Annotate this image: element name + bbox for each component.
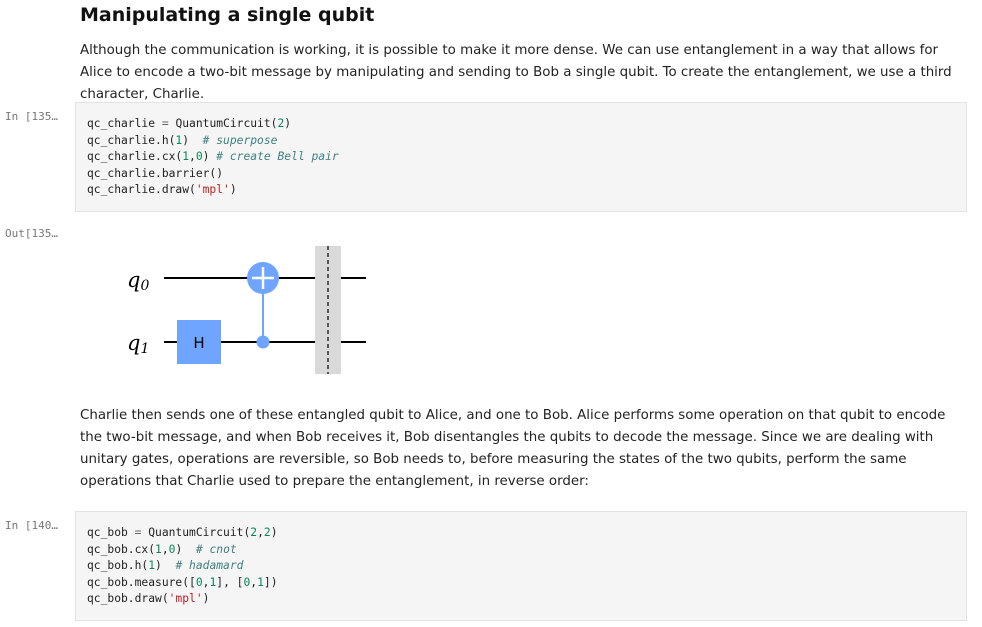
code-token: qc_charlie.barrier() xyxy=(87,166,224,180)
output-1-prompt: Out[135… xyxy=(5,227,58,240)
cnot-control-dot xyxy=(256,335,270,349)
code-line: qc_charlie.h(1) # superpose xyxy=(87,133,966,150)
code-token: ) xyxy=(175,542,196,556)
qubit-label-1-letter: q xyxy=(127,331,140,355)
code-token: qc_bob.measure([ xyxy=(87,575,196,589)
code-line: qc_bob = QuantumCircuit(2,2) xyxy=(87,525,966,542)
code-token: ], [ xyxy=(216,575,244,589)
qubit-label-1: q1 xyxy=(127,331,149,357)
code-line: qc_charlie.barrier() xyxy=(87,166,966,183)
code-token: 1 xyxy=(257,575,264,589)
code-token: ) xyxy=(284,117,292,130)
code-token: = xyxy=(161,117,169,130)
code-token: # hadamard xyxy=(175,559,244,572)
code-line: qc_bob.h(1) # hadamard xyxy=(87,558,966,575)
code-token: qc_bob xyxy=(87,526,135,539)
code-token: ) xyxy=(202,150,217,163)
code-token: , xyxy=(257,526,264,539)
code-token: qc_charlie.draw( xyxy=(87,183,196,196)
code-token: 1 xyxy=(175,133,183,147)
h-gate-label: H xyxy=(193,334,204,352)
code-token: QuantumCircuit( xyxy=(141,526,251,539)
code-token: ) xyxy=(270,526,278,539)
code-token: 'mpl' xyxy=(168,592,203,605)
code-token: , xyxy=(189,150,196,163)
code-token: qc_bob.cx( xyxy=(87,542,156,556)
code-token: 1 xyxy=(155,542,162,556)
code-line: qc_charlie.draw('mpl') xyxy=(87,182,966,199)
code-token: 2 xyxy=(250,526,258,539)
code-token: qc_bob.draw( xyxy=(87,592,169,605)
cell-2-prompt: In [140… xyxy=(5,519,58,532)
code-token: QuantumCircuit( xyxy=(168,117,278,130)
code-token: 0 xyxy=(195,150,203,163)
code-token: 1 xyxy=(209,575,217,589)
code-token: 0 xyxy=(168,542,176,556)
code-token: # cnot xyxy=(195,542,237,556)
cell-1-prompt: In [135… xyxy=(5,110,58,123)
circuit-diagram: q0 q1 H xyxy=(127,246,366,374)
code-token: 'mpl' xyxy=(195,183,230,196)
code-token: ) xyxy=(155,559,176,572)
code-line: qc_bob.cx(1,0) # cnot xyxy=(87,542,966,559)
code-token: # superpose xyxy=(202,133,278,147)
code-token: , xyxy=(161,542,169,556)
code-token: 2 xyxy=(277,117,285,130)
code-token: # create Bell pair xyxy=(216,150,339,163)
code-token: qc_charlie xyxy=(87,117,162,130)
qubit-label-1-subscript: 1 xyxy=(140,341,149,357)
code-line: qc_bob.draw('mpl') xyxy=(87,591,966,608)
section-heading: Manipulating a single qubit xyxy=(80,4,375,26)
code-line: qc_charlie.cx(1,0) # create Bell pair xyxy=(87,149,966,166)
intro-paragraph: Although the communication is working, i… xyxy=(80,43,952,102)
h-gate xyxy=(177,320,221,364)
code-token: qc_charlie.cx( xyxy=(87,150,183,163)
code-token: ) xyxy=(229,183,237,196)
qubit-label-0: q0 xyxy=(127,268,149,294)
code-token: , xyxy=(202,575,210,589)
code-cell-1[interactable]: qc_charlie = QuantumCircuit(2)qc_charlie… xyxy=(75,102,967,212)
code-token: ) xyxy=(182,133,203,147)
code-token: ]) xyxy=(263,575,278,589)
code-token: 2 xyxy=(263,526,271,539)
code-token: 1 xyxy=(182,150,190,163)
code-token: ) xyxy=(202,592,210,605)
code-token: = xyxy=(134,526,142,539)
code-cell-2[interactable]: qc_bob = QuantumCircuit(2,2)qc_bob.cx(1,… xyxy=(75,511,967,621)
qubit-label-0-subscript: 0 xyxy=(140,278,149,294)
qubit-label-0-letter: q xyxy=(127,268,140,292)
code-token: qc_charlie.h( xyxy=(87,133,176,147)
code-token: , xyxy=(250,575,258,589)
code-token: 0 xyxy=(195,575,203,589)
code-line: qc_bob.measure([0,1], [0,1]) xyxy=(87,575,966,592)
explanation-paragraph: Charlie then sends one of these entangle… xyxy=(80,408,946,489)
code-token: qc_bob.h( xyxy=(87,559,149,572)
code-token: 0 xyxy=(243,575,251,589)
code-line: qc_charlie = QuantumCircuit(2) xyxy=(87,116,966,133)
code-token: 1 xyxy=(148,559,156,572)
